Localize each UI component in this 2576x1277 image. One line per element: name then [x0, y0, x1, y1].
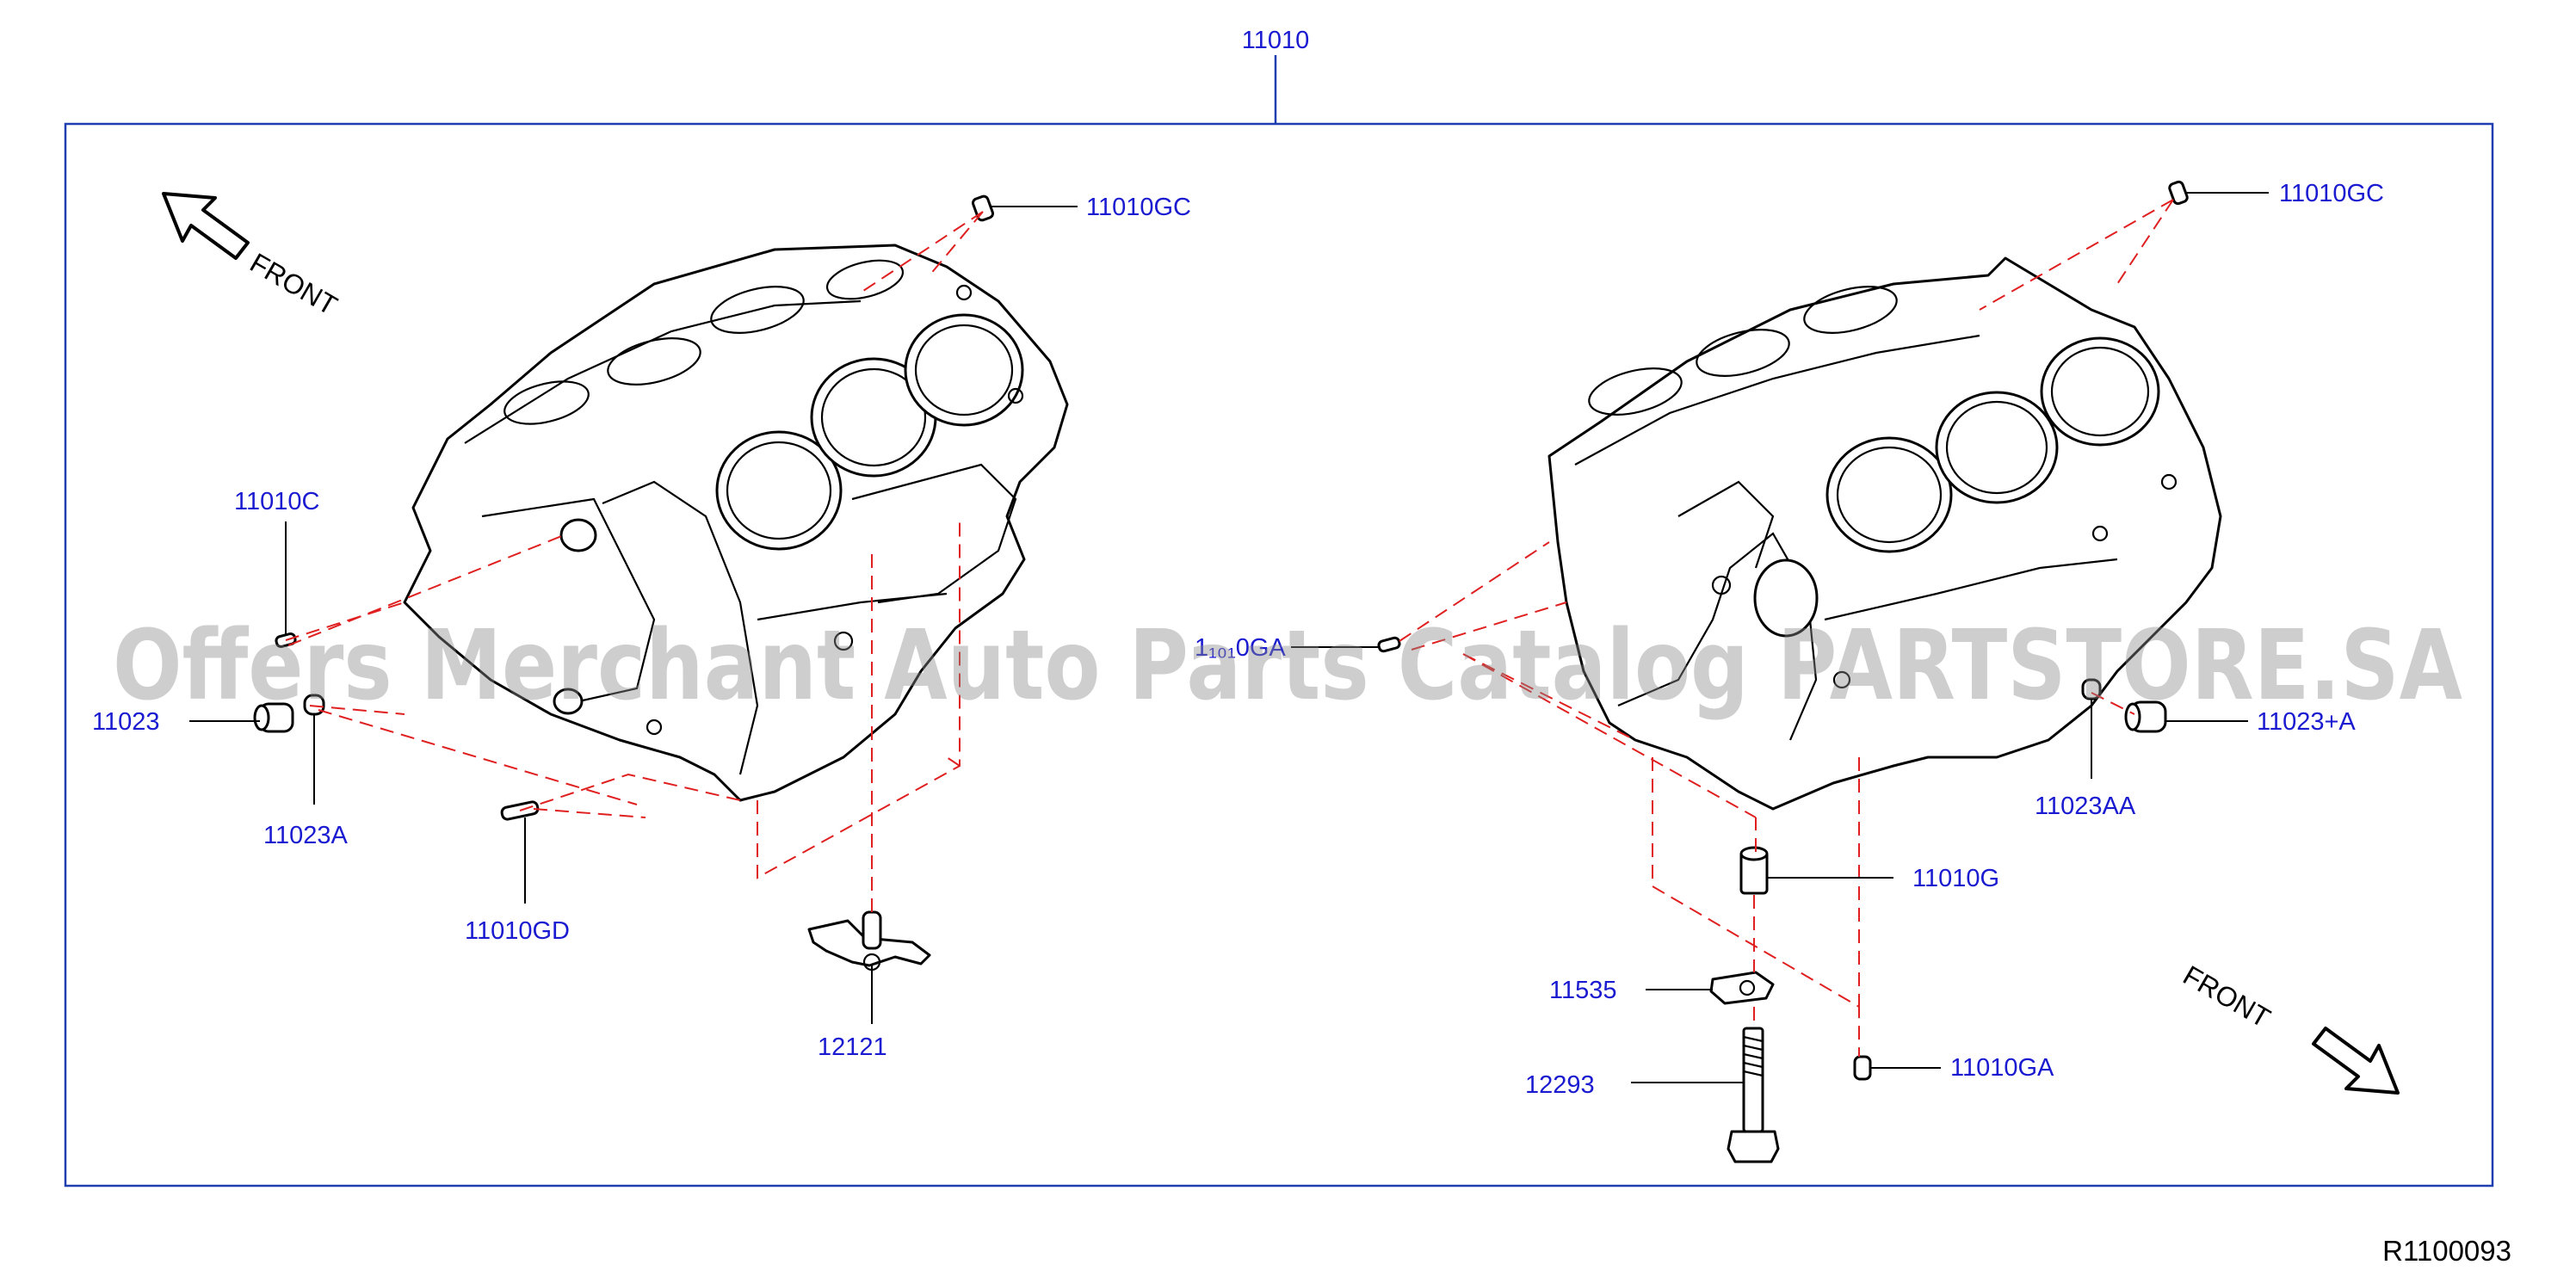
label-12121[interactable]: 12121: [818, 1033, 887, 1061]
label-12293[interactable]: 12293: [1525, 1071, 1595, 1099]
left-leaders: [189, 206, 1078, 1024]
label-11010ga-partial[interactable]: 1₁₀₁0GA: [1195, 634, 1286, 662]
front-arrow-left-icon: [162, 192, 250, 260]
pin-11010ga-upper: [1377, 636, 1401, 653]
plug-11023: [253, 702, 294, 733]
sleeve-11010g: [1739, 846, 1769, 895]
right-leaders: [1291, 192, 2269, 1083]
label-11010gc-right[interactable]: 11010GC: [2279, 180, 2384, 207]
pin-11010ga-lower: [1853, 1055, 1872, 1081]
label-11023aa[interactable]: 11023AA: [2035, 793, 2136, 820]
bolt-12293: [1727, 1027, 1780, 1163]
label-11010c[interactable]: 11010C: [234, 488, 319, 515]
assembly-frame: [64, 122, 2494, 1188]
left-engine-block: [403, 244, 1069, 802]
oil-jet-12121: [807, 910, 931, 972]
front-arrow-right-icon: [2312, 1027, 2400, 1095]
front-label-left: FRONT: [245, 247, 343, 321]
label-11010gd[interactable]: 11010GD: [465, 917, 570, 945]
plug-11023a-right: [2124, 700, 2167, 733]
right-engine-block: [1547, 256, 2222, 811]
label-11023a[interactable]: 11023A: [263, 822, 348, 849]
assembly-label[interactable]: 11010: [1242, 27, 1310, 54]
left-dash-lines: [285, 211, 984, 912]
label-11535[interactable]: 11535: [1549, 977, 1617, 1004]
label-11010ga[interactable]: 11010GA: [1950, 1054, 2054, 1082]
label-11010g[interactable]: 11010G: [1912, 865, 1999, 892]
label-11023a-right[interactable]: 11023+A: [2257, 708, 2356, 736]
reference-number: R1100093: [2382, 1235, 2511, 1267]
bracket-11535: [1709, 971, 1775, 1005]
dowel-11010gc-right: [2168, 180, 2189, 206]
label-11010gc-left[interactable]: 11010GC: [1086, 194, 1191, 221]
watermark: Offers Merchant Auto Parts Catalog PARTS…: [113, 610, 2462, 722]
label-11023[interactable]: 11023: [92, 708, 160, 736]
right-dash-lines: [1399, 199, 2174, 1057]
front-label-right: FRONT: [2178, 959, 2276, 1033]
